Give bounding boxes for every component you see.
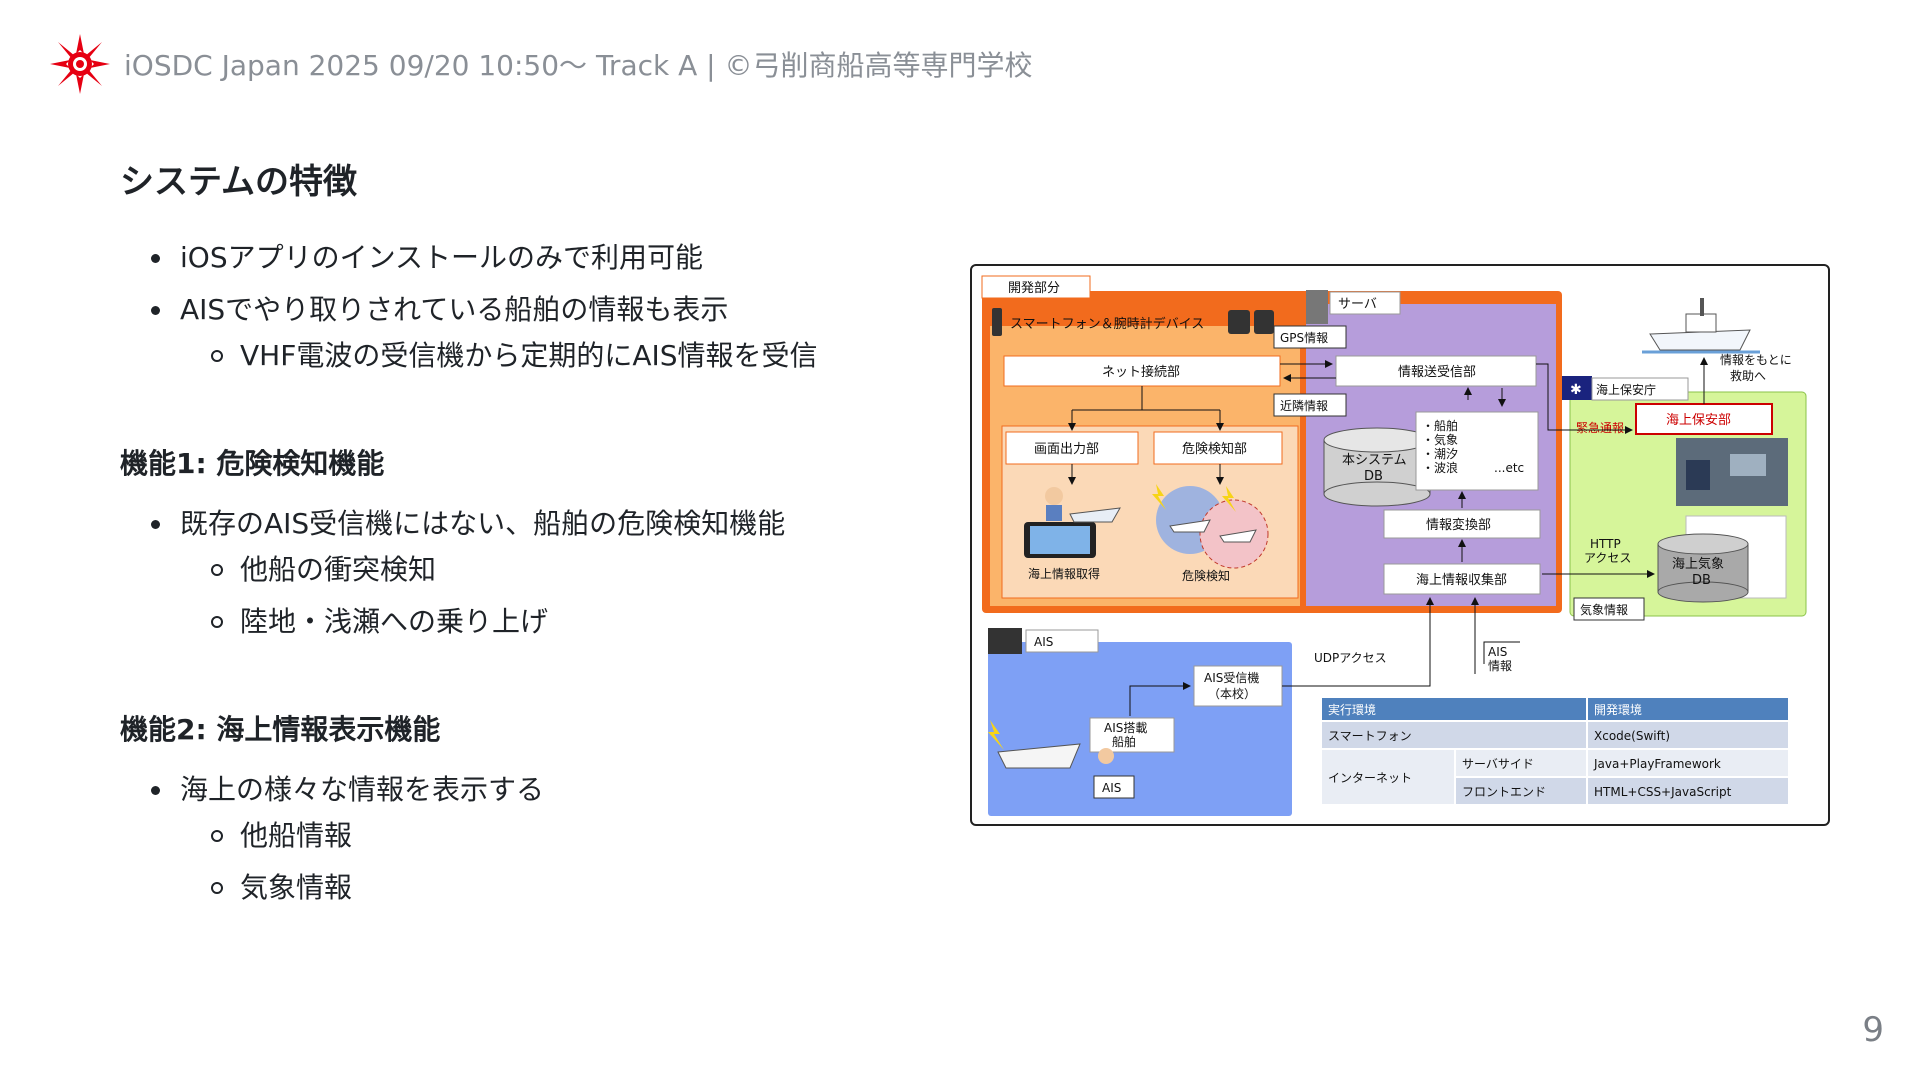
- proximity-info-label: 近隣情報: [1280, 398, 1328, 413]
- http-access-line1: HTTP: [1590, 537, 1621, 551]
- system-architecture-diagram: 開発部分 スマートフォン＆腕時計デバイス ネット接続部 画面出力部 危険検知部 …: [970, 264, 1830, 826]
- info-list-item: ・波浪: [1422, 460, 1458, 475]
- weather-db-icon: [1657, 533, 1749, 603]
- bullet-item: 海上の様々な情報を表示する: [150, 773, 545, 806]
- gps-info-label: GPS情報: [1280, 331, 1328, 345]
- header-text: iOSDC Japan 2025 09/20 10:50〜 Track A | …: [124, 49, 1033, 82]
- bullet-item: AISでやり取りされている船舶の情報も表示: [150, 293, 729, 326]
- ais-ship-line2: 船舶: [1112, 734, 1136, 749]
- section-heading-feature1: 機能1: 危険検知機能: [120, 447, 385, 480]
- marine-info-collect-unit-label: 海上情報収集部: [1416, 572, 1507, 588]
- danger-detection-label: 危険検知: [1182, 569, 1230, 583]
- patrol-ship-icon: [1649, 329, 1751, 351]
- watch-icon: [1228, 310, 1250, 334]
- info-convert-unit-label: 情報変換部: [1426, 517, 1491, 533]
- rescue-note-line2: 救助へ: [1730, 368, 1766, 383]
- weather-db-line2: DB: [1692, 573, 1711, 588]
- dev-part-label: 開発部分: [1008, 281, 1060, 296]
- info-list-item: ・気象: [1422, 432, 1458, 447]
- dev-part-label-box: [981, 275, 1091, 299]
- http-access-line2: アクセス: [1584, 551, 1631, 565]
- table-cell: インターネット: [1328, 771, 1412, 785]
- ais-info-line1: AIS: [1488, 645, 1507, 659]
- section-heading-feature2: 機能2: 海上情報表示機能: [120, 713, 441, 746]
- info-list-item: ・潮汐: [1422, 446, 1458, 461]
- ais-device-icon: [988, 628, 1022, 654]
- smartphone-icon: [992, 308, 1002, 336]
- person-icon: [1045, 487, 1063, 505]
- table-cell: HTML+CSS+JavaScript: [1594, 785, 1732, 799]
- table-cell: Java+PlayFramework: [1593, 757, 1721, 771]
- sub-bullet-item: 他船の衝突検知: [210, 553, 437, 586]
- table-header-cell: 実行環境: [1328, 702, 1376, 717]
- slide-header: iOSDC Japan 2025 09/20 10:50〜 Track A | …: [48, 32, 1033, 96]
- smartphone-device-label: スマートフォン＆腕時計デバイス: [1010, 316, 1204, 332]
- emergency-report-label: 緊急通報: [1576, 420, 1624, 435]
- ais-label-2: AIS: [1102, 781, 1121, 795]
- info-txrx-unit-label: 情報送受信部: [1398, 365, 1476, 380]
- environment-table: 実行環境 開発環境 スマートフォン Xcode(Swift) インターネット サ…: [1322, 698, 1788, 804]
- warning-bolt-icon: [1152, 484, 1166, 510]
- svg-text:✱: ✱: [1570, 382, 1582, 398]
- system-db-icon: [1323, 427, 1431, 507]
- sub-bullet-item: 他船情報: [210, 819, 353, 852]
- server-label: サーバ: [1338, 297, 1377, 312]
- ais-ship-line1: AIS搭載: [1104, 721, 1147, 735]
- warning-bolt-icon: [988, 720, 1004, 750]
- weather-info-label: 気象情報: [1580, 602, 1628, 617]
- sub-bullet-item: 気象情報: [210, 871, 353, 904]
- marine-info-fetch-label: 海上情報取得: [1028, 566, 1100, 581]
- info-list-item: ・船舶: [1422, 418, 1458, 433]
- table-cell: スマートフォン: [1328, 729, 1412, 743]
- screen-output-unit-label: 画面出力部: [1034, 442, 1099, 457]
- info-list-etc: ...etc: [1494, 461, 1524, 475]
- table-cell: フロントエンド: [1462, 785, 1546, 799]
- udp-access-label: UDPアクセス: [1314, 651, 1387, 665]
- table-header-cell: 開発環境: [1594, 702, 1642, 717]
- coast-guard-flag-icon: [1562, 376, 1592, 400]
- diagram-canvas: 開発部分 スマートフォン＆腕時計デバイス ネット接続部 画面出力部 危険検知部 …: [981, 275, 1807, 816]
- sub-bullet-item: VHF電波の受信機から定期的にAIS情報を受信: [211, 339, 818, 372]
- weather-db-line1: 海上気象: [1672, 556, 1724, 572]
- server-icon: [1306, 290, 1328, 324]
- rescue-note-line1: 情報をもとに: [1720, 353, 1792, 367]
- page-number: 9: [1862, 1010, 1884, 1050]
- table-cell: Xcode(Swift): [1594, 729, 1670, 743]
- system-db-line2: DB: [1364, 469, 1383, 484]
- table-cell: サーバサイド: [1462, 757, 1534, 771]
- ais-label: AIS: [1034, 635, 1053, 649]
- danger-detect-unit-label: 危険検知部: [1182, 441, 1247, 457]
- ais-ship-icon: [997, 743, 1081, 769]
- watch-icon: [1254, 310, 1274, 334]
- school-emblem-icon: [50, 34, 110, 94]
- ais-info-line2: 情報: [1488, 659, 1512, 673]
- network-unit-label: ネット接続部: [1102, 364, 1180, 380]
- sub-bullet-item: 陸地・浅瀬への乗り上げ: [210, 605, 549, 638]
- slide-title: システムの特徴: [120, 162, 357, 202]
- system-db-line1: 本システム: [1342, 453, 1407, 468]
- coast-guard-office-label: 海上保安庁: [1596, 382, 1656, 397]
- coast-guard-dept-label: 海上保安部: [1666, 413, 1731, 428]
- bullet-item: 既存のAIS受信機にはない、船舶の危険検知機能: [150, 507, 786, 540]
- person-icon: [1098, 748, 1114, 764]
- bullet-item: iOSアプリのインストールのみで利用可能: [150, 241, 704, 274]
- boat-icon: [1069, 507, 1121, 523]
- ais-receiver-line1: AIS受信機: [1204, 670, 1259, 685]
- ais-receiver-line2: （本校）: [1208, 686, 1256, 701]
